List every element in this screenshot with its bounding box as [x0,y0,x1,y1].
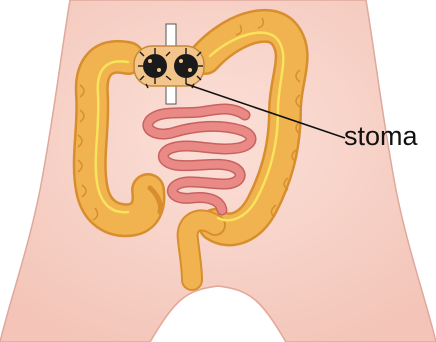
stoma-label: stoma [344,123,418,150]
